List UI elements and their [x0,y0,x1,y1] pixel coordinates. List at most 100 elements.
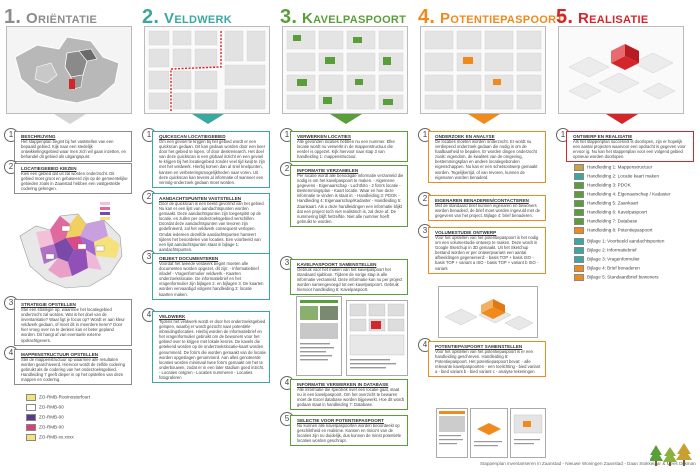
step-box: Beschrijving Het stappenplan begint bij … [14,131,132,163]
step-box: Ontwerp en realisatie Als het stappenpla… [566,131,694,163]
manual-item[interactable]: Handleiding 7: Database [574,218,637,225]
step-box: Aandachtspunten vaststellen Door de quic… [152,193,270,255]
column-number: 5. [556,6,574,28]
appendix-item[interactable]: Bijlage 3: Vragenformulier [574,256,640,263]
step-box: Onderzoek en analyse De locaties moeten … [428,131,546,183]
folder-icon [26,404,36,411]
step-box: Potentiepaspoort samenstellen Voor het o… [428,341,546,378]
step-text: Om een gevoel te krijgen bij het gebied … [159,139,266,185]
step-title: Volumestudie ontwerp [435,230,497,235]
column-number: 4. [418,6,436,28]
step-title: Quickscan locatiegebied [159,134,226,139]
document-icon [574,191,584,198]
column-realisatie: 5. Realisatie 1 Ontwerp en realisatie Al… [556,0,696,460]
step-text: Door de quickscan is een beeld gevormd v… [159,201,265,252]
document-icon [574,200,584,207]
appendix-item[interactable]: Bijlage 2: Informatiebrief [574,247,637,254]
orientation-map [6,26,132,114]
manual-item[interactable]: Handleiding 5: Zaankaart [574,200,638,207]
step-text: Stel een strategie op, waarmee het locat… [21,307,125,343]
manual-item[interactable]: Handleiding 2: Locatie kaart maken [574,173,659,180]
step-title: Mappenstructuur opstellen [21,352,99,357]
step-box: Informatie verzamelen Per locatie wordt … [290,165,408,227]
step-text: Per locatie wordt alle benodigde informa… [297,173,404,224]
step-text: Alle gevonden locaties hebben nu een num… [297,139,395,160]
appendix-label: Bijlage 2: Informatiebrief [587,247,637,253]
document-icon [574,256,584,263]
folder-label: ZO-RMB-00 [39,414,64,420]
manual-label: Handleiding 5: Zaankaart [587,200,639,206]
step-title: Objekt documenteren [159,256,219,261]
step-text: Het stappenplan begint bij het vaststell… [21,139,126,160]
folder-label: ZO-RMB-Rooinostorfourt [39,394,91,400]
footer-credit: Stappenplan inventariseren in Zaanstad -… [480,461,696,466]
folder-item: ZO-RMB-00 [26,424,64,431]
step-box: Volumestudie ontwerp Voor het opstellen … [428,227,546,274]
column-header-2: 2. Veldwerk [142,6,232,29]
folder-label: ZO-RMB-00 [39,404,64,410]
step-text: Stel de mappenstructuur op waarmee alle … [21,357,126,383]
step-title: Locatiegebied kiezen [21,166,77,171]
parcel-map [282,26,408,114]
document-icon [574,227,584,234]
step-box: Informatie verwerken in database Alle in… [290,379,408,411]
column-header-3: 3. Kavelpaspoort [280,6,406,29]
step-title: Veldwerk [159,314,186,319]
folder-label: ZO-RMB-00 [39,424,64,430]
column-header-5: 5. Realisatie [556,6,649,29]
document-icon [574,274,584,281]
column-orientatie: 1. Oriëntatie 1 Beschrijving Het stappen… [4,0,134,460]
step-text: Voor het opstellen van het potentiepaspo… [435,235,539,271]
manual-item[interactable]: Handleiding 8: Potentiepaspoort [574,227,652,234]
folder-icon [26,434,36,441]
step-title: Strategie opstellen [21,302,76,307]
step-title: Informatie verwerken in database [297,382,389,387]
manual-item[interactable]: Handleiding 4: Eigenaarschap / Kadaster [574,191,671,198]
potentiepaspoort-thumbnail [470,408,508,458]
potentiepaspoort-thumbnail [436,408,468,458]
step-text: Voordat het tweede veldwerk begint moete… [159,261,264,297]
step-text: Alle informatie die specifiek over een l… [297,387,404,408]
realisation-map [558,26,684,114]
document-icon [574,209,584,216]
manual-item[interactable]: Handleiding 6: Kavelpaspoort [574,209,647,216]
step-title: Eigenaren benaderen/contacteren [435,198,529,203]
column-veldwerk: 2. Veldwerk 1 Quickscan locatiegebied Om… [142,0,272,460]
appendix-item[interactable]: Bijlage 5: Standaardbrief bewoners [574,274,659,281]
manual-label: Handleiding 6: Kavelpaspoort [587,209,648,215]
kavelpaspoort-thumbnail [346,300,408,376]
step-text: Als het stappenplan succesvol is doorlop… [573,139,686,160]
column-title: Realisatie [578,10,649,27]
step-box: Selectie voor potentiepaspoort Nu kunnen… [290,415,408,447]
appendix-label: Bijlage 4: Brief benaderen [587,265,640,271]
column-number: 2. [142,6,160,28]
arrow-down [192,114,224,124]
manual-label: Handleiding 7: Database [587,218,638,224]
step-box: Verwerken locaties Alle gevonden locatie… [290,131,408,163]
step-box: Veldwerk Tijdens het veldwerk wordt er d… [152,311,270,384]
step-title: Aandachtspunten vaststellen [159,196,242,201]
document-icon [574,164,584,171]
tree-logo-icon [649,443,696,467]
manual-label: Handleiding 1: Mappenstructuur [587,164,653,170]
column-header-1: 1. Oriëntatie [4,6,97,29]
folder-legend: ZO-RMB-Rooinostorfourt ZO-RMB-00 ZO-RMB-… [26,394,136,454]
appendix-label: Bijlage 5: Standaardbrief bewoners [587,274,659,280]
step-box: Quickscan locatiegebied Om een gevoel te… [152,131,270,188]
manual-item[interactable]: Handleiding 3: PDOK [574,182,631,189]
step-title: Verwerken locaties [297,134,351,139]
column-title: Oriëntatie [26,10,98,27]
arrow-down [468,114,500,124]
appendix-item[interactable]: Bijlage 4: Brief benaderen [574,265,640,272]
step-box: Kavelpaspoort samenstellen Gebruik voor … [290,259,408,296]
folder-item: ZO-RMB-00 [26,414,64,421]
step-box: Mappenstructuur opstellen Stel de mappen… [14,349,132,386]
document-icon [574,238,584,245]
folder-item: ZO-RMB-Rooinostorfourt [26,394,90,401]
manual-label: Handleiding 3: PDOK [587,182,631,188]
column-title: Veldwerk [164,10,233,27]
manual-item[interactable]: Handleiding 1: Mappenstructuur [574,164,652,171]
step-title: Kavelpaspoort samenstellen [297,262,377,267]
appendix-item[interactable]: Bijlage 1: Voorbeeld aandachtspunten [574,238,664,245]
step-text: Gebruik voor het maken van het kavelpasp… [297,267,403,293]
